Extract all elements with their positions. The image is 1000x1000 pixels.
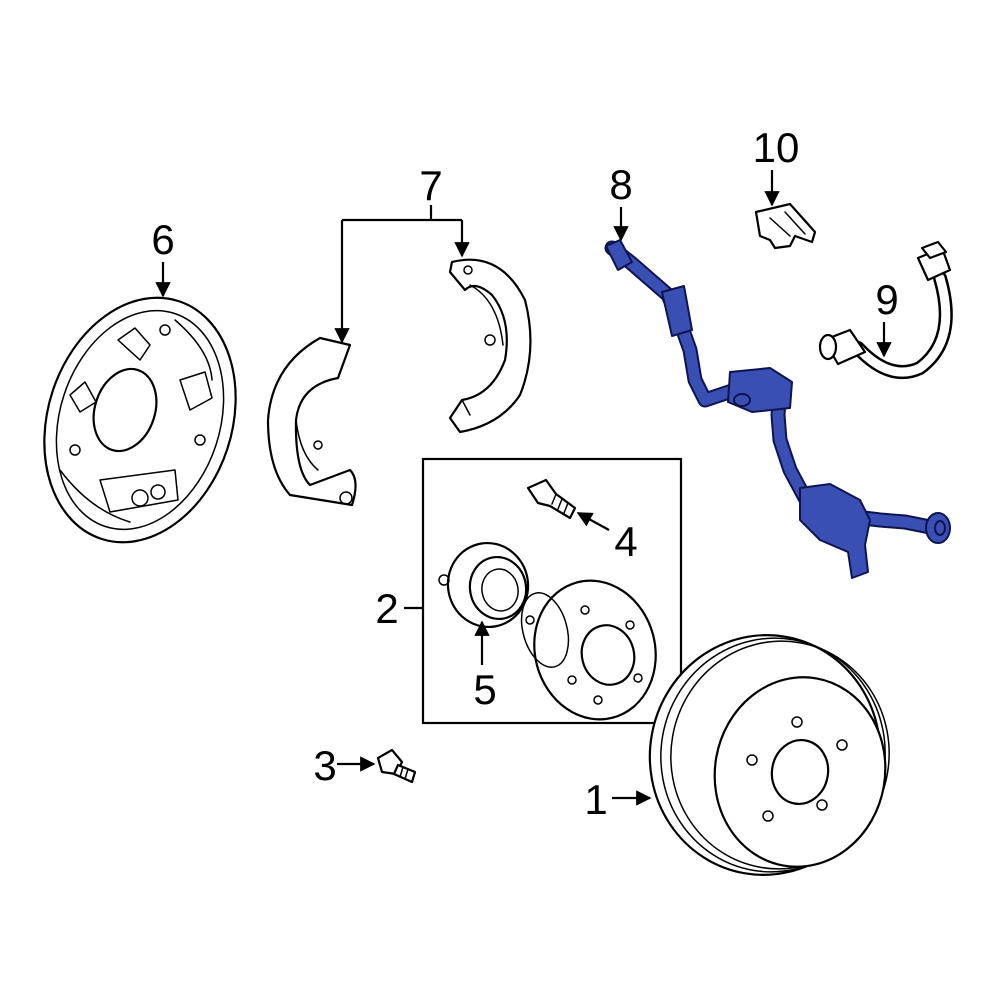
brake-shoe-left[interactable] (266, 336, 357, 507)
clip[interactable] (754, 202, 817, 250)
bearing[interactable] (438, 537, 535, 634)
callout-7: 7 (419, 162, 442, 209)
callout-6: 6 (151, 216, 174, 263)
hub-assembly-box (421, 457, 683, 725)
callout-8: 8 (609, 161, 632, 208)
bolt[interactable] (376, 748, 417, 784)
callout-9: 9 (875, 276, 898, 323)
callout-3: 3 (313, 742, 336, 789)
leader-lines (155, 170, 892, 806)
hub-flange[interactable] (514, 567, 671, 733)
callout-10: 10 (753, 124, 800, 171)
wheel-stud[interactable] (526, 478, 577, 520)
callout-4: 4 (614, 518, 637, 565)
brake-shoe-right[interactable] (448, 258, 532, 434)
abs-sensor-wire[interactable] (604, 239, 951, 579)
callout-1: 1 (584, 776, 607, 823)
callout-2: 2 (375, 585, 398, 632)
brake-hose[interactable] (818, 240, 953, 379)
brake-drum[interactable] (631, 617, 907, 893)
backing-plate[interactable] (14, 273, 266, 568)
callout-5: 5 (473, 666, 496, 713)
